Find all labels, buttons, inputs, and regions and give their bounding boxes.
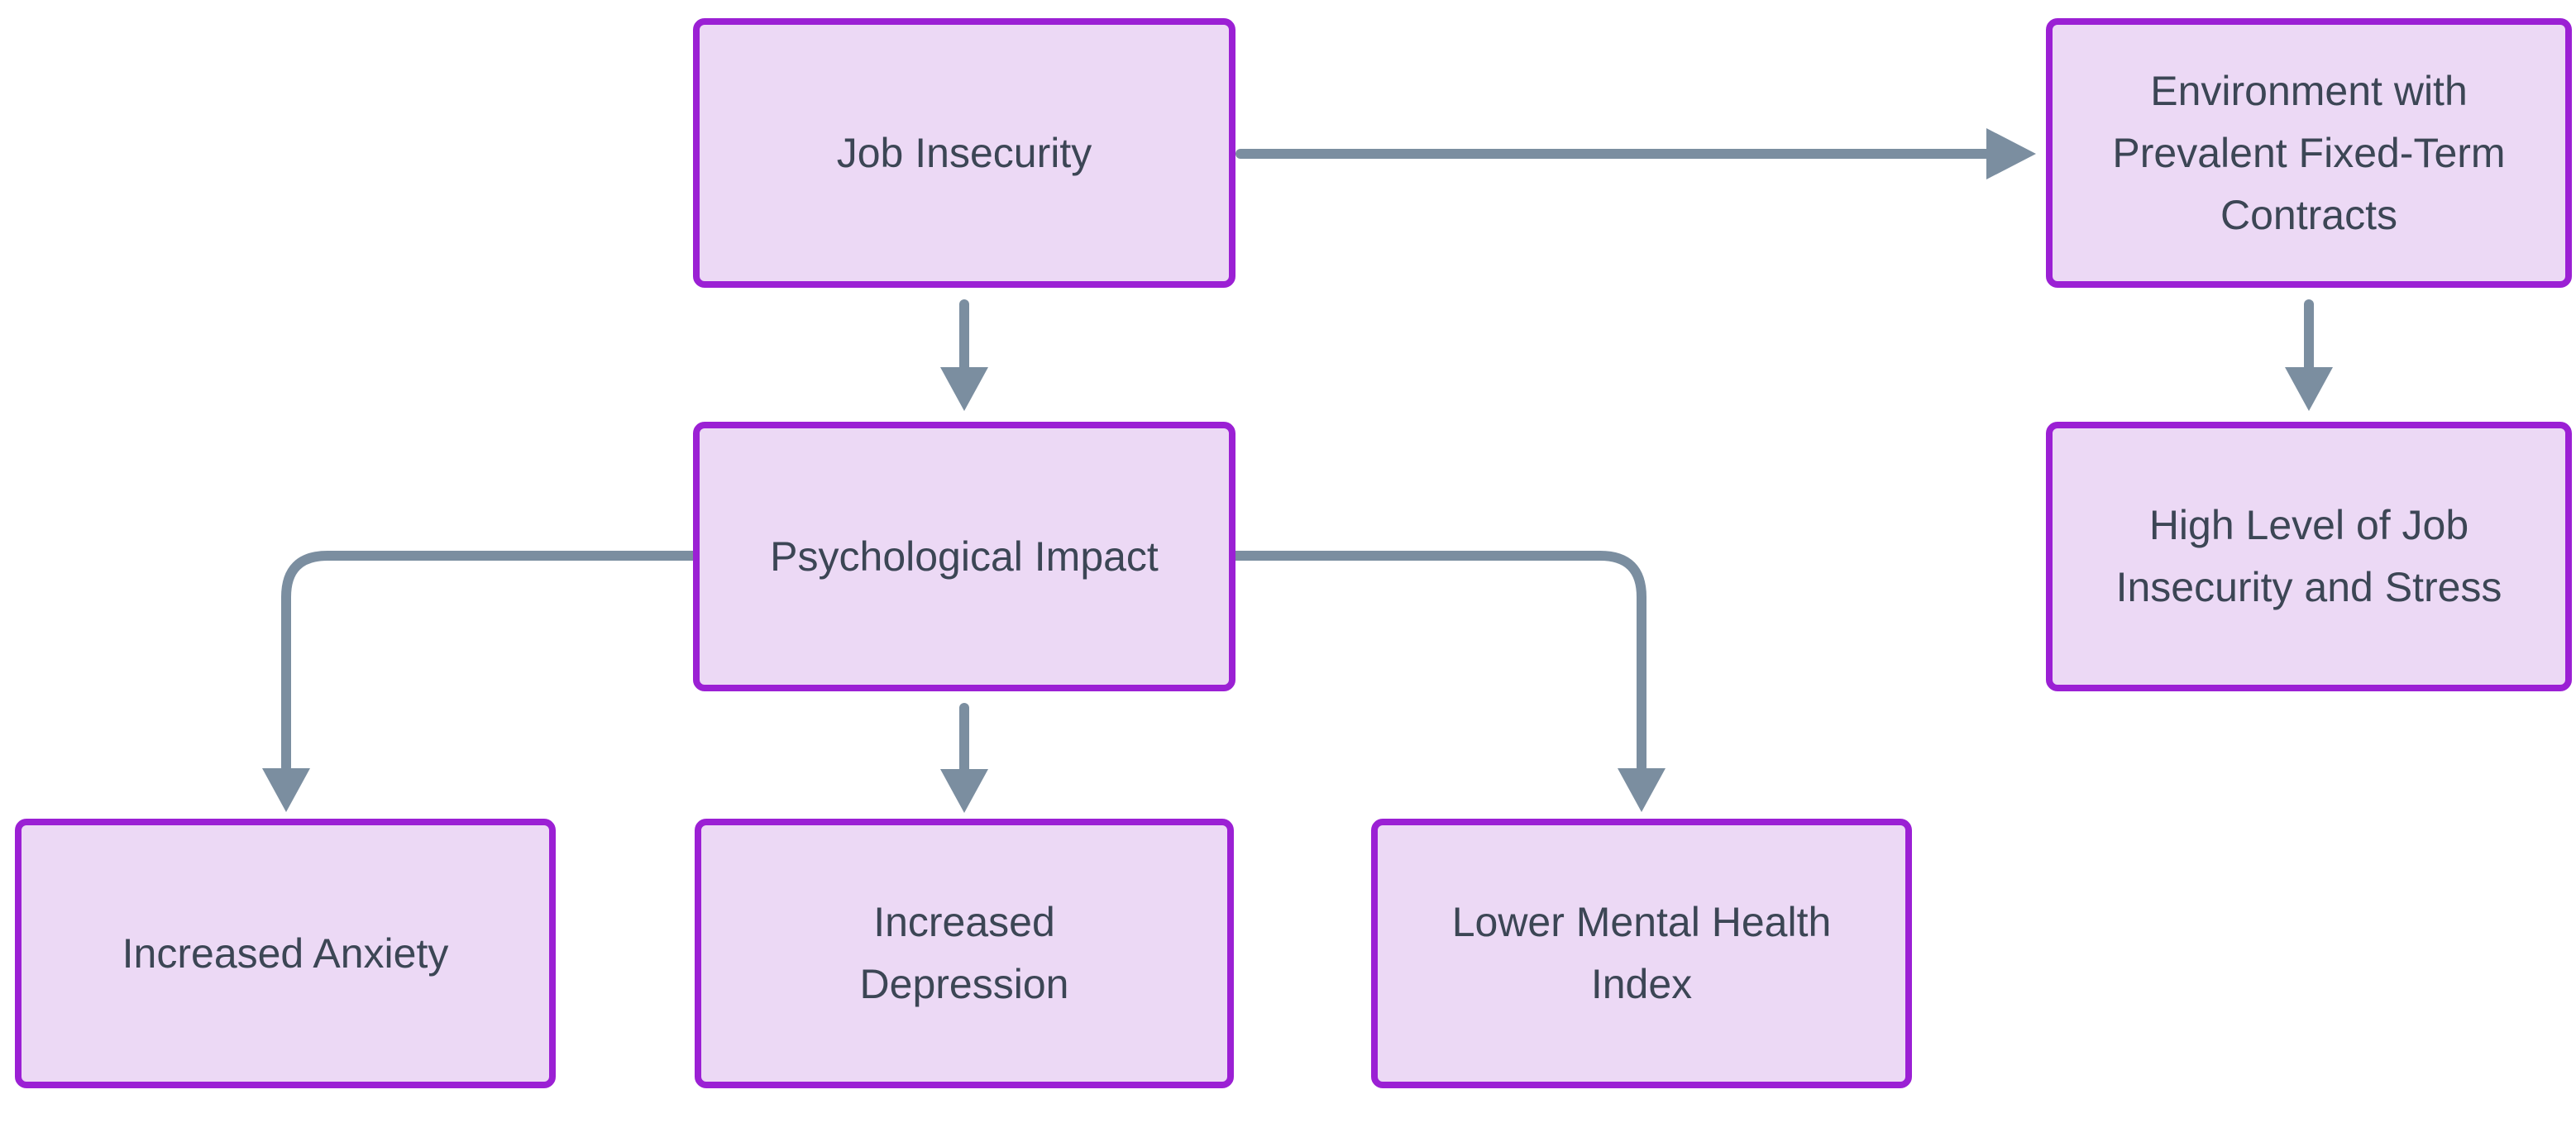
arrowhead bbox=[1618, 768, 1666, 812]
node-label: Environment with Prevalent Fixed-Term Co… bbox=[2112, 67, 2506, 238]
node-label: High Level of Job Insecurity and Stress bbox=[2115, 502, 2502, 610]
arrowhead bbox=[940, 367, 988, 411]
arrowhead bbox=[940, 769, 988, 813]
node-label: Psychological Impact bbox=[770, 533, 1159, 580]
node-high-level-job-insecurity-stress: High Level of Job Insecurity and Stress bbox=[2046, 422, 2572, 691]
node-increased-anxiety: Increased Anxiety bbox=[15, 819, 556, 1088]
node-environment-fixed-term-contracts: Environment with Prevalent Fixed-Term Co… bbox=[2046, 18, 2572, 288]
edge-job-insecurity-to-psychological-impact bbox=[940, 299, 988, 411]
edge-job-insecurity-to-environment bbox=[1235, 128, 2036, 179]
edge-psychological-impact-to-lower-mental-health bbox=[1231, 551, 1666, 812]
node-increased-depression: Increased Depression bbox=[695, 819, 1234, 1088]
arrowhead bbox=[1986, 128, 2036, 179]
node-label: Job Insecurity bbox=[836, 129, 1092, 176]
node-label: Lower Mental Health Index bbox=[1451, 899, 1832, 1007]
node-psychological-impact: Psychological Impact bbox=[693, 422, 1235, 691]
edge-line bbox=[281, 551, 698, 772]
node-label: Increased Anxiety bbox=[122, 929, 449, 977]
arrowhead bbox=[2285, 367, 2333, 411]
node-label: Increased Depression bbox=[859, 899, 1069, 1007]
node-lower-mental-health-index: Lower Mental Health Index bbox=[1371, 819, 1912, 1088]
arrowhead bbox=[262, 768, 310, 812]
node-job-insecurity: Job Insecurity bbox=[693, 18, 1235, 288]
edge-psychological-impact-to-increased-depression bbox=[940, 703, 988, 813]
edge-psychological-impact-to-increased-anxiety bbox=[262, 551, 698, 812]
edge-environment-to-high-level bbox=[2285, 299, 2333, 411]
edge-line bbox=[1231, 551, 1646, 772]
